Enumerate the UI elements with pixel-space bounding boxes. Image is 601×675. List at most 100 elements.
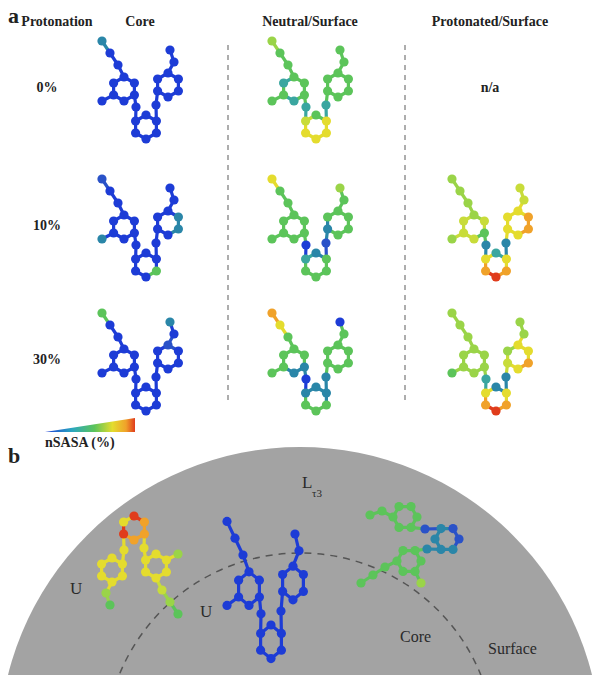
region-label: Core bbox=[400, 628, 431, 646]
atom bbox=[267, 96, 276, 105]
atom bbox=[388, 512, 397, 521]
atom bbox=[174, 358, 183, 367]
atom bbox=[234, 576, 243, 585]
atom bbox=[278, 587, 287, 596]
atom bbox=[277, 646, 286, 655]
atom bbox=[119, 368, 128, 377]
atom bbox=[447, 368, 456, 377]
atom bbox=[455, 186, 464, 195]
atom bbox=[335, 183, 344, 192]
row-label: 0% bbox=[37, 80, 58, 95]
atom bbox=[321, 238, 330, 247]
atom bbox=[290, 529, 299, 538]
atom bbox=[169, 329, 178, 338]
atom bbox=[469, 368, 478, 377]
atom bbox=[174, 346, 183, 355]
atom bbox=[288, 595, 297, 604]
atom bbox=[131, 116, 140, 125]
atom bbox=[344, 74, 353, 83]
atom bbox=[300, 216, 309, 225]
row-label: 30% bbox=[33, 352, 61, 367]
atom bbox=[322, 266, 331, 275]
atom bbox=[174, 212, 183, 221]
atom bbox=[141, 272, 150, 281]
atom bbox=[392, 556, 401, 565]
column-header: Neutral/Surface bbox=[262, 14, 358, 29]
atom bbox=[165, 183, 174, 192]
atom bbox=[131, 128, 140, 137]
atom bbox=[244, 601, 253, 610]
atom bbox=[131, 388, 140, 397]
surface-region bbox=[0, 447, 601, 675]
atom bbox=[333, 206, 342, 215]
atom bbox=[165, 45, 174, 54]
atom bbox=[416, 578, 425, 587]
atom bbox=[436, 524, 445, 533]
column-header: Core bbox=[125, 14, 154, 29]
atom bbox=[153, 74, 162, 83]
atom bbox=[410, 546, 419, 555]
atom bbox=[436, 545, 445, 554]
atom bbox=[174, 224, 183, 233]
atom bbox=[301, 116, 310, 125]
atom bbox=[283, 332, 292, 341]
atom bbox=[301, 388, 310, 397]
atom bbox=[447, 234, 456, 243]
atom bbox=[454, 534, 463, 543]
atom bbox=[515, 317, 524, 326]
atom bbox=[109, 78, 118, 87]
atom bbox=[256, 629, 265, 638]
atom bbox=[502, 254, 511, 263]
atom bbox=[339, 329, 348, 338]
atom bbox=[279, 78, 288, 87]
atom bbox=[301, 400, 310, 409]
atom bbox=[118, 571, 127, 580]
atom bbox=[165, 317, 174, 326]
atom bbox=[299, 587, 308, 596]
atom bbox=[153, 346, 162, 355]
atom bbox=[344, 224, 353, 233]
atom bbox=[141, 134, 150, 143]
atom bbox=[151, 372, 160, 381]
atom bbox=[113, 332, 122, 341]
atom bbox=[323, 86, 332, 95]
atom bbox=[130, 362, 139, 371]
state-label: L bbox=[302, 474, 312, 493]
atom bbox=[481, 240, 490, 249]
atom bbox=[119, 234, 128, 243]
atom bbox=[524, 212, 533, 221]
atom bbox=[97, 368, 106, 377]
atom bbox=[163, 230, 172, 239]
atom bbox=[519, 195, 528, 204]
atom bbox=[131, 240, 140, 249]
atom bbox=[301, 374, 310, 383]
column-header: Protonation bbox=[21, 14, 92, 29]
atom bbox=[256, 609, 265, 618]
atom bbox=[153, 212, 162, 221]
atom bbox=[394, 523, 403, 532]
atom bbox=[119, 72, 128, 81]
atom bbox=[513, 230, 522, 239]
atom bbox=[322, 254, 331, 263]
atom bbox=[430, 534, 439, 543]
atom bbox=[267, 174, 276, 183]
atom bbox=[234, 592, 243, 601]
atom bbox=[412, 512, 421, 521]
atom bbox=[335, 45, 344, 54]
atom bbox=[311, 134, 320, 143]
atom bbox=[301, 254, 310, 263]
panel-letter: a bbox=[8, 4, 19, 28]
state-subscript: τ3 bbox=[312, 487, 322, 499]
atom bbox=[105, 48, 114, 57]
atom bbox=[447, 174, 456, 183]
atom bbox=[459, 350, 468, 359]
atom bbox=[502, 266, 511, 275]
atom bbox=[255, 576, 264, 585]
atom bbox=[481, 388, 490, 397]
atom bbox=[333, 364, 342, 373]
atom bbox=[380, 562, 389, 571]
atom bbox=[140, 529, 149, 538]
atom bbox=[119, 545, 128, 554]
atom bbox=[503, 212, 512, 221]
